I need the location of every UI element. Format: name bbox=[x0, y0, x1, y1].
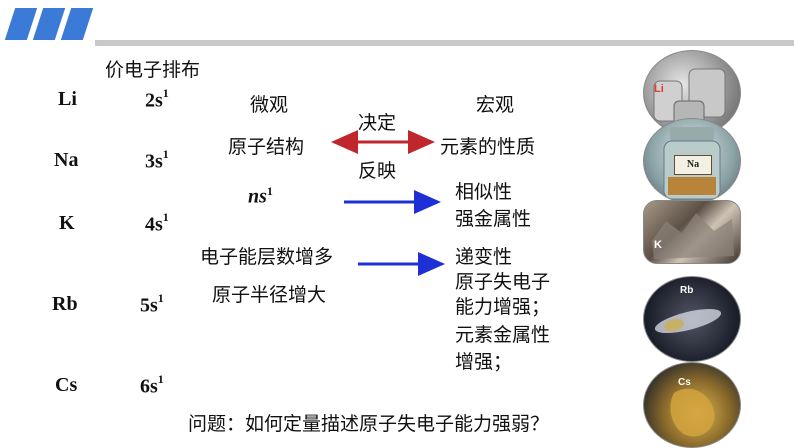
config-rb: 5s1 bbox=[140, 291, 164, 317]
photo-label-cs: Cs bbox=[678, 377, 691, 388]
header-divider bbox=[95, 40, 794, 46]
photo-label-na: Na bbox=[674, 155, 712, 175]
ns-config-label: ns1 bbox=[248, 184, 273, 208]
rubidium-ampoule-photo: Rb bbox=[643, 276, 741, 362]
photo-label-li: Li bbox=[654, 83, 664, 95]
similarity-label: 相似性 bbox=[455, 181, 513, 203]
header-bar bbox=[0, 0, 794, 46]
config-k: 4s1 bbox=[145, 210, 169, 236]
trend-line-1: 递变性 bbox=[455, 246, 513, 268]
element-symbol-k: K bbox=[59, 212, 75, 234]
cesium-metal-photo: Cs bbox=[643, 362, 741, 448]
trend-line-3: 能力增强； bbox=[455, 296, 551, 318]
micro-label: 微观 bbox=[250, 94, 289, 116]
table-title: 价电子排布 bbox=[105, 59, 201, 81]
decides-label: 决定 bbox=[358, 112, 397, 134]
reflects-label: 反映 bbox=[358, 160, 397, 182]
element-symbol-na: Na bbox=[54, 149, 79, 171]
trend-line-4: 元素金属性 bbox=[455, 324, 551, 346]
element-symbol-cs: Cs bbox=[55, 374, 78, 396]
atomic-structure-label: 原子结构 bbox=[228, 136, 305, 158]
shell-increase-label: 电子能层数增多 bbox=[200, 246, 334, 268]
config-li: 2s1 bbox=[145, 86, 169, 112]
config-cs: 6s1 bbox=[140, 372, 164, 398]
trend-line-2: 原子失电子 bbox=[455, 271, 551, 293]
potassium-metal-photo: K bbox=[643, 200, 741, 264]
macro-label: 宏观 bbox=[476, 94, 515, 116]
element-properties-label: 元素的性质 bbox=[440, 136, 536, 158]
photo-label-k: K bbox=[654, 239, 662, 251]
question-text: 问题：如何定量描述原子失电子能力强弱？ bbox=[188, 413, 550, 435]
radius-increase-label: 原子半径增大 bbox=[212, 284, 327, 306]
sodium-jar-photo: Na bbox=[643, 118, 741, 204]
strong-metal-label: 强金属性 bbox=[455, 208, 532, 230]
photo-label-rb: Rb bbox=[680, 285, 694, 296]
element-symbol-rb: Rb bbox=[52, 293, 78, 315]
config-na: 3s1 bbox=[145, 147, 169, 173]
trend-line-5: 增强； bbox=[455, 351, 513, 373]
element-symbol-li: Li bbox=[58, 88, 77, 110]
